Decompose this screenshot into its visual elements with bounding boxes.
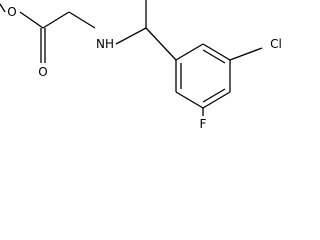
ring-bond-4 [202,91,231,109]
carbonyl-oxygen-label: O [38,65,47,79]
chlorine-label: Cl [270,37,282,51]
bond-methyl-oxygen [0,3,6,13]
amine-label: NH [96,37,114,51]
fluorine-label: F [200,117,207,131]
structure-diagram: O O NH Cl F [0,0,282,131]
bond-ch2-nitrogen [68,11,96,29]
bond-nitrogen-chiral-carbon [115,27,147,45]
bond-oxygen-carbonyl [19,11,44,29]
bond-chiral-carbon-ring [145,27,177,61]
ether-oxygen-label: O [7,5,16,19]
bond-ring-chlorine [229,47,263,61]
bond-carbonyl-ch2 [42,11,70,29]
ring-bond-1 [175,43,204,61]
ring-bond-5 [175,91,204,109]
ring-bond-2 [202,43,231,61]
ring-inner-bond-a [202,49,226,64]
ring-inner-bond-b [202,88,226,103]
